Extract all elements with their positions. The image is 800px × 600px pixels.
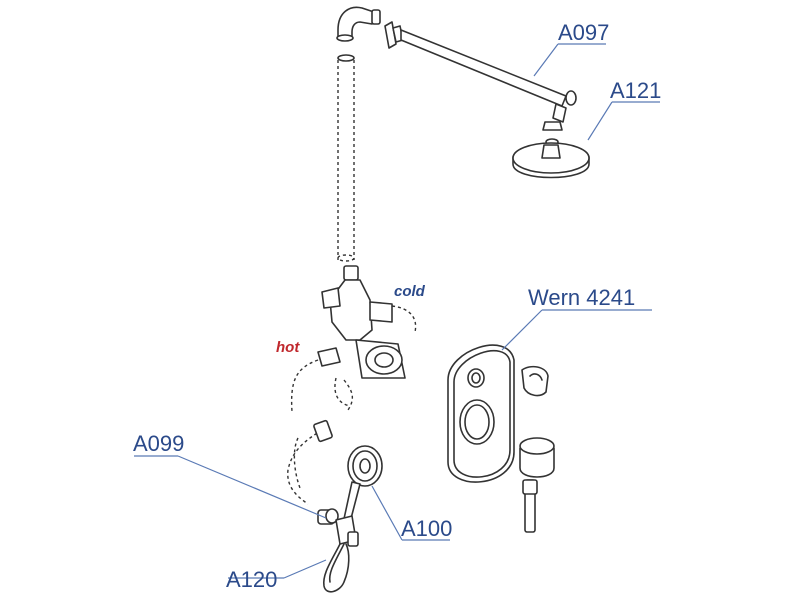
leader-a100: [371, 485, 450, 541]
leader-a121: [587, 101, 660, 141]
label-a100: A100: [401, 516, 452, 541]
concealed-mixer-body: [317, 265, 417, 379]
leader-a099: [134, 455, 327, 519]
shower-arm: [384, 21, 577, 123]
mixer-handle: [519, 437, 555, 533]
label-a099: A099: [133, 431, 184, 456]
label-a097: A097: [558, 20, 609, 45]
label-cold: cold: [394, 283, 426, 300]
leader-a120: [228, 559, 327, 579]
leader-lines: [134, 43, 660, 579]
label-a121: A121: [610, 78, 661, 103]
label-hot: hot: [276, 339, 300, 356]
shower-hose: [322, 543, 350, 593]
diverter-lever: [521, 365, 549, 397]
hidden-connections: [287, 359, 354, 505]
wall-outlet: [317, 508, 359, 547]
leader-wern: [501, 309, 652, 351]
label-wern-4241: Wern 4241: [528, 285, 635, 310]
shower-head: [512, 121, 590, 179]
trim-plate: [447, 344, 515, 483]
riser-pipe: [336, 6, 381, 262]
leader-a097: [533, 43, 606, 77]
label-a120: A120: [226, 567, 277, 592]
